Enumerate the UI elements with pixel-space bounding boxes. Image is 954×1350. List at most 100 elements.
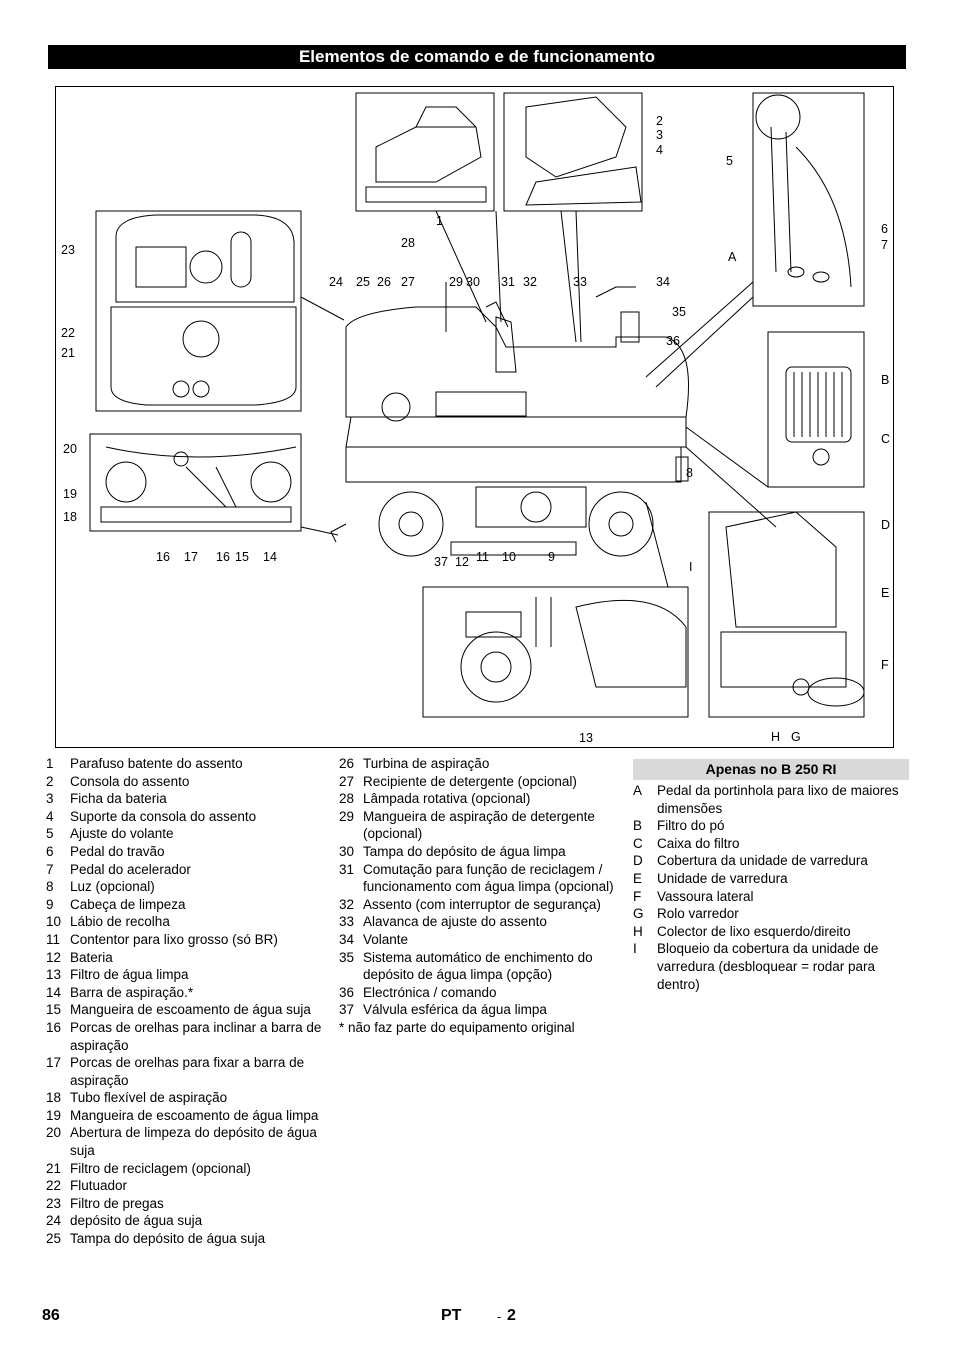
callout-23: 23: [61, 243, 75, 257]
callout-31: 31: [501, 275, 515, 289]
legend-item: 2 Consola do assento: [46, 773, 336, 791]
callout-30: 30: [466, 275, 480, 289]
legend-item-number: 12: [46, 949, 62, 965]
callout-22: 22: [61, 326, 75, 340]
callout-34: 34: [656, 275, 670, 289]
callout-37: 37: [434, 555, 448, 569]
legend-item-number: 30: [339, 843, 355, 859]
legend-item-number: 10: [46, 914, 62, 930]
callout-14: 14: [263, 550, 277, 564]
legend-item-text: Unidade de varredura: [657, 870, 788, 886]
legend-item-number: 29: [339, 808, 355, 824]
legend-item-text: Tubo flexível de aspiração: [70, 1090, 228, 1106]
legend-item-number: H: [633, 923, 643, 939]
legend-item: 7 Pedal do acelerador: [46, 861, 336, 879]
callout-15: 15: [235, 550, 249, 564]
callout-7: 7: [881, 238, 888, 252]
legend-item: 9 Cabeça de limpeza: [46, 896, 336, 914]
legend-item-text: Ficha da bateria: [70, 791, 167, 807]
legend-item-number: 26: [339, 756, 355, 771]
inset-filter: [767, 331, 865, 488]
legend-item-number: 13: [46, 967, 62, 983]
callout-16: 16: [156, 550, 170, 564]
callout-21: 21: [61, 346, 75, 360]
legend-item-number: 32: [339, 896, 355, 912]
legend-item-number: 35: [339, 949, 355, 965]
legend-item-number: 4: [46, 808, 54, 824]
legend-item-text: Suporte da consola do assento: [70, 808, 257, 824]
inset-seat-stop: [355, 92, 495, 212]
inset-water-filter: [422, 586, 689, 718]
legend-item-text: Comutação para função de reciclagem / fu…: [363, 861, 614, 895]
legend-item-text: Filtro do pó: [657, 818, 725, 834]
legend-item-text: Contentor para lixo grosso (só BR): [70, 931, 278, 947]
footer-separator: -: [497, 1309, 502, 1324]
callout-G: G: [791, 730, 801, 744]
legend-item-number: 19: [46, 1107, 62, 1123]
callout-28: 28: [401, 236, 415, 250]
legend-item-text: Volante: [363, 931, 409, 947]
legend-item-text: Bateria: [70, 949, 113, 965]
callout-C: C: [881, 432, 890, 446]
legend-item-text: Mangueira de escoamento de água suja: [70, 1002, 311, 1018]
legend-item-number: 31: [339, 861, 355, 877]
callout-I: I: [689, 560, 692, 574]
inset-tank-top: [95, 210, 302, 412]
legend-item-text: Pedal do travão: [70, 843, 165, 859]
legend-item-number: 2: [46, 773, 54, 789]
legend-item-text: Cabeça de limpeza: [70, 896, 186, 912]
language-code: PT: [441, 1307, 462, 1324]
legend-item-number: I: [633, 941, 637, 957]
legend-item-number: 9: [46, 896, 54, 912]
legend-item-text: Porcas de orelhas para inclinar a barra …: [70, 1019, 322, 1053]
callout-A: A: [728, 250, 737, 264]
callout-2: 2: [656, 114, 663, 128]
legend-item-text: Tampa do depósito de água limpa: [363, 843, 566, 859]
callout-E: E: [881, 586, 889, 600]
callout-3: 3: [656, 128, 663, 142]
machine-illustration: 1 2 3 4 5 6 7 8 9 10 11 12 13 14 15 16 1…: [61, 92, 890, 745]
legend-item-number: 7: [46, 861, 54, 877]
legend-item-text: Pedal do acelerador: [70, 861, 191, 877]
legend-item-text: Cobertura da unidade de varredura: [657, 853, 868, 869]
legend-item-text: Filtro de água limpa: [70, 967, 189, 983]
legend-item-number: 37: [339, 1002, 355, 1018]
callout-19: 19: [63, 487, 77, 501]
callout-10: 10: [502, 550, 516, 564]
legend-item-number: 1: [46, 756, 54, 771]
legend-item-number: 21: [46, 1160, 62, 1176]
legend-item-number: C: [633, 835, 643, 851]
inset-squeegee: [89, 433, 302, 532]
callout-25: 25: [356, 275, 370, 289]
legend-item-number: F: [633, 888, 642, 904]
legend-item-text: Ajuste do volante: [70, 826, 174, 842]
legend-item-number: 14: [46, 984, 62, 1000]
legend-item-text: Lâmpada rotativa (opcional): [363, 791, 531, 807]
legend-item: 30 Tampa do depósito de água limpa: [339, 843, 619, 861]
legend-item-text: Consola do assento: [70, 773, 190, 789]
footer-subpage: 2: [507, 1307, 516, 1324]
